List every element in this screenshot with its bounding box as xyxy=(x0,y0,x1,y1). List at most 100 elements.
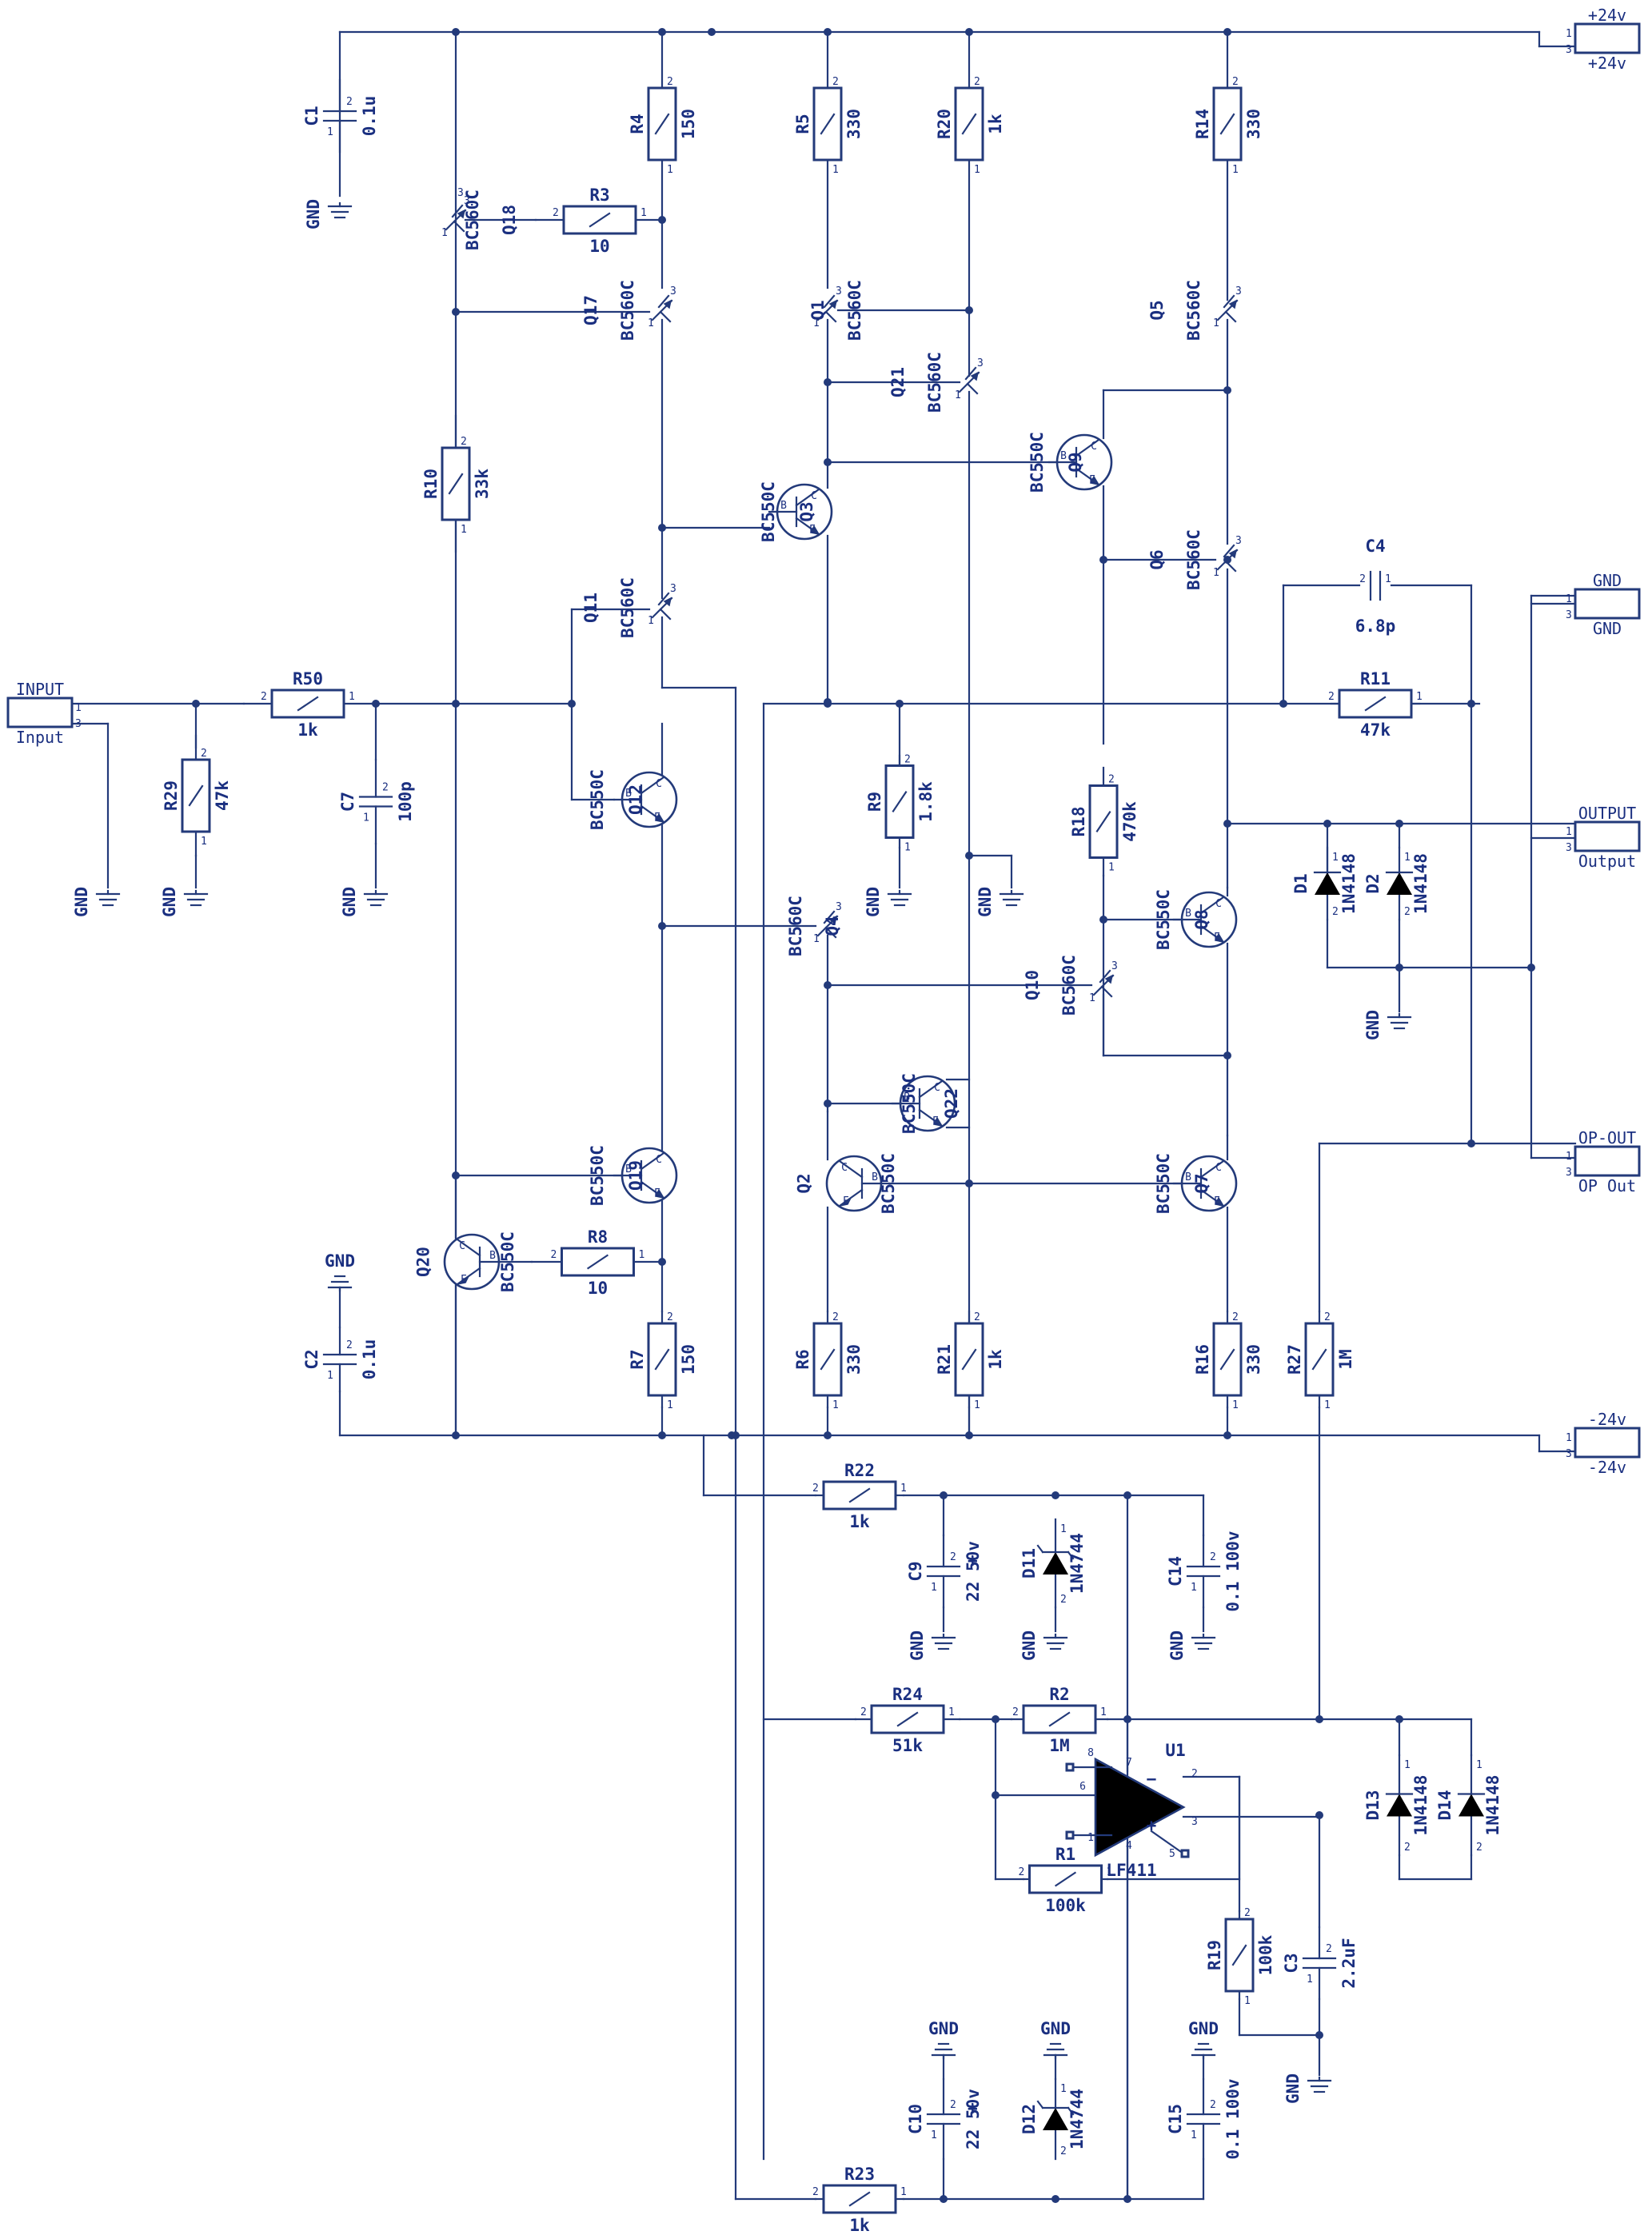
ground-label: GND xyxy=(1040,2019,1071,2038)
resistor-value: 10 xyxy=(589,237,609,256)
pin-number: 3 xyxy=(457,187,464,199)
inverting-input-mark: − xyxy=(1147,1770,1157,1789)
transistor-ref: Q20 xyxy=(413,1247,433,1277)
transistor-ref: Q5 xyxy=(1147,300,1167,320)
resistor-ref: R27 xyxy=(1285,1344,1304,1375)
junction-dot xyxy=(1099,916,1107,924)
junction-dot xyxy=(965,28,973,36)
resistor-value: 1M xyxy=(1336,1349,1355,1369)
pin-number: 1 xyxy=(1476,1759,1482,1771)
pin-label-b: B xyxy=(1185,1171,1191,1183)
transistor-ref: Q7 xyxy=(1192,1173,1211,1193)
pin-number: 1 xyxy=(1060,1523,1067,1535)
pin-label-c: C xyxy=(1215,1162,1222,1174)
pin-number: 1 xyxy=(327,1370,333,1382)
ground-label: GND xyxy=(72,887,91,917)
junction-dot xyxy=(992,1791,1000,1799)
transistor-type: BC560C xyxy=(925,352,944,413)
port-sublabel: +24v xyxy=(1588,54,1626,73)
ground-symbol: GND xyxy=(340,887,389,917)
pin-number: 1 xyxy=(1232,164,1239,176)
pin-number: 2 xyxy=(551,1249,557,1261)
pin-label-e: E xyxy=(1214,932,1220,944)
pin-number: 1 xyxy=(1087,1832,1094,1844)
pin-number: 2 xyxy=(382,782,389,794)
pin-label-c: C xyxy=(934,1082,940,1094)
junction-dot xyxy=(1395,1715,1403,1723)
diode-ref: D13 xyxy=(1363,1790,1383,1821)
transistor-ref: Q18 xyxy=(500,205,519,235)
opamp-value: LF411 xyxy=(1106,1861,1156,1880)
ground-label: GND xyxy=(340,887,359,917)
pin-number: 1 xyxy=(1191,1582,1197,1594)
junction-dot xyxy=(1223,1431,1231,1439)
junction-dot xyxy=(452,700,460,708)
pin-label-c: C xyxy=(1091,441,1097,453)
ground-symbol: GND xyxy=(160,887,209,917)
pin-number: 1 xyxy=(1566,1151,1572,1163)
pin-number: 3 xyxy=(75,718,82,730)
pin-number: 1 xyxy=(1566,826,1572,838)
resistor-value: 1.8k xyxy=(916,781,936,822)
diode-value: 1N4148 xyxy=(1411,853,1431,914)
junction-dot xyxy=(824,700,832,708)
pin-number: 2 xyxy=(346,1339,353,1351)
capacitor-ref: C10 xyxy=(906,2104,925,2134)
transistor-type: BC560C xyxy=(1059,955,1079,1016)
junction-dot xyxy=(658,28,666,36)
ground-label: GND xyxy=(304,199,323,229)
junction-dot xyxy=(1467,1139,1475,1147)
port-sublabel: -24v xyxy=(1588,1458,1626,1477)
resistor-value: 330 xyxy=(844,1344,864,1375)
pin-number: 2 xyxy=(1476,1842,1482,1854)
pin-number: 1 xyxy=(201,836,207,848)
pin-number: 1 xyxy=(639,1249,645,1261)
ground-symbol: GND xyxy=(908,1630,956,1661)
junction-dot xyxy=(658,524,666,532)
pin-number: 1 xyxy=(640,207,647,219)
pin-number: 6 xyxy=(1079,1781,1086,1793)
transistor-type: BC560C xyxy=(845,280,864,341)
pin-number: 1 xyxy=(667,164,673,176)
pin-number: 2 xyxy=(1232,1311,1239,1323)
pin-number: 3 xyxy=(1235,535,1242,547)
pin-number: 1 xyxy=(648,615,654,627)
pin-label-e: E xyxy=(1089,474,1095,486)
transistor-type: BC560C xyxy=(1184,280,1203,341)
resistor-value: 47k xyxy=(1360,720,1391,740)
pin-number: 2 xyxy=(1244,1907,1251,1919)
ground-symbol: GND xyxy=(1363,1010,1412,1040)
pin-number: 1 xyxy=(1100,1706,1107,1718)
resistor-ref: R14 xyxy=(1193,109,1212,139)
pin-number: 2 xyxy=(1191,1768,1198,1780)
resistor-ref: R3 xyxy=(589,186,609,205)
pin-number: 2 xyxy=(860,1706,867,1718)
resistor-ref: R18 xyxy=(1069,807,1088,837)
pin-number: 2 xyxy=(1328,691,1335,703)
pin-number: 2 xyxy=(667,1311,673,1323)
resistor-value: 330 xyxy=(1244,109,1263,139)
pin-number: 2 xyxy=(261,691,267,703)
pin-number: 1 xyxy=(904,842,911,854)
transistor-type: BC550C xyxy=(1028,432,1047,493)
pin-number: 1 xyxy=(1404,852,1411,864)
ground-symbol: GND xyxy=(864,887,912,917)
pin-number: 2 xyxy=(1404,906,1411,918)
capacitor-ref: C14 xyxy=(1166,1556,1185,1586)
port-label: GND xyxy=(1593,571,1622,590)
capacitor-value: 0.1 100v xyxy=(1223,1531,1243,1611)
transistor-ref: Q9 xyxy=(1066,452,1085,472)
junction-dot xyxy=(1315,1715,1323,1723)
